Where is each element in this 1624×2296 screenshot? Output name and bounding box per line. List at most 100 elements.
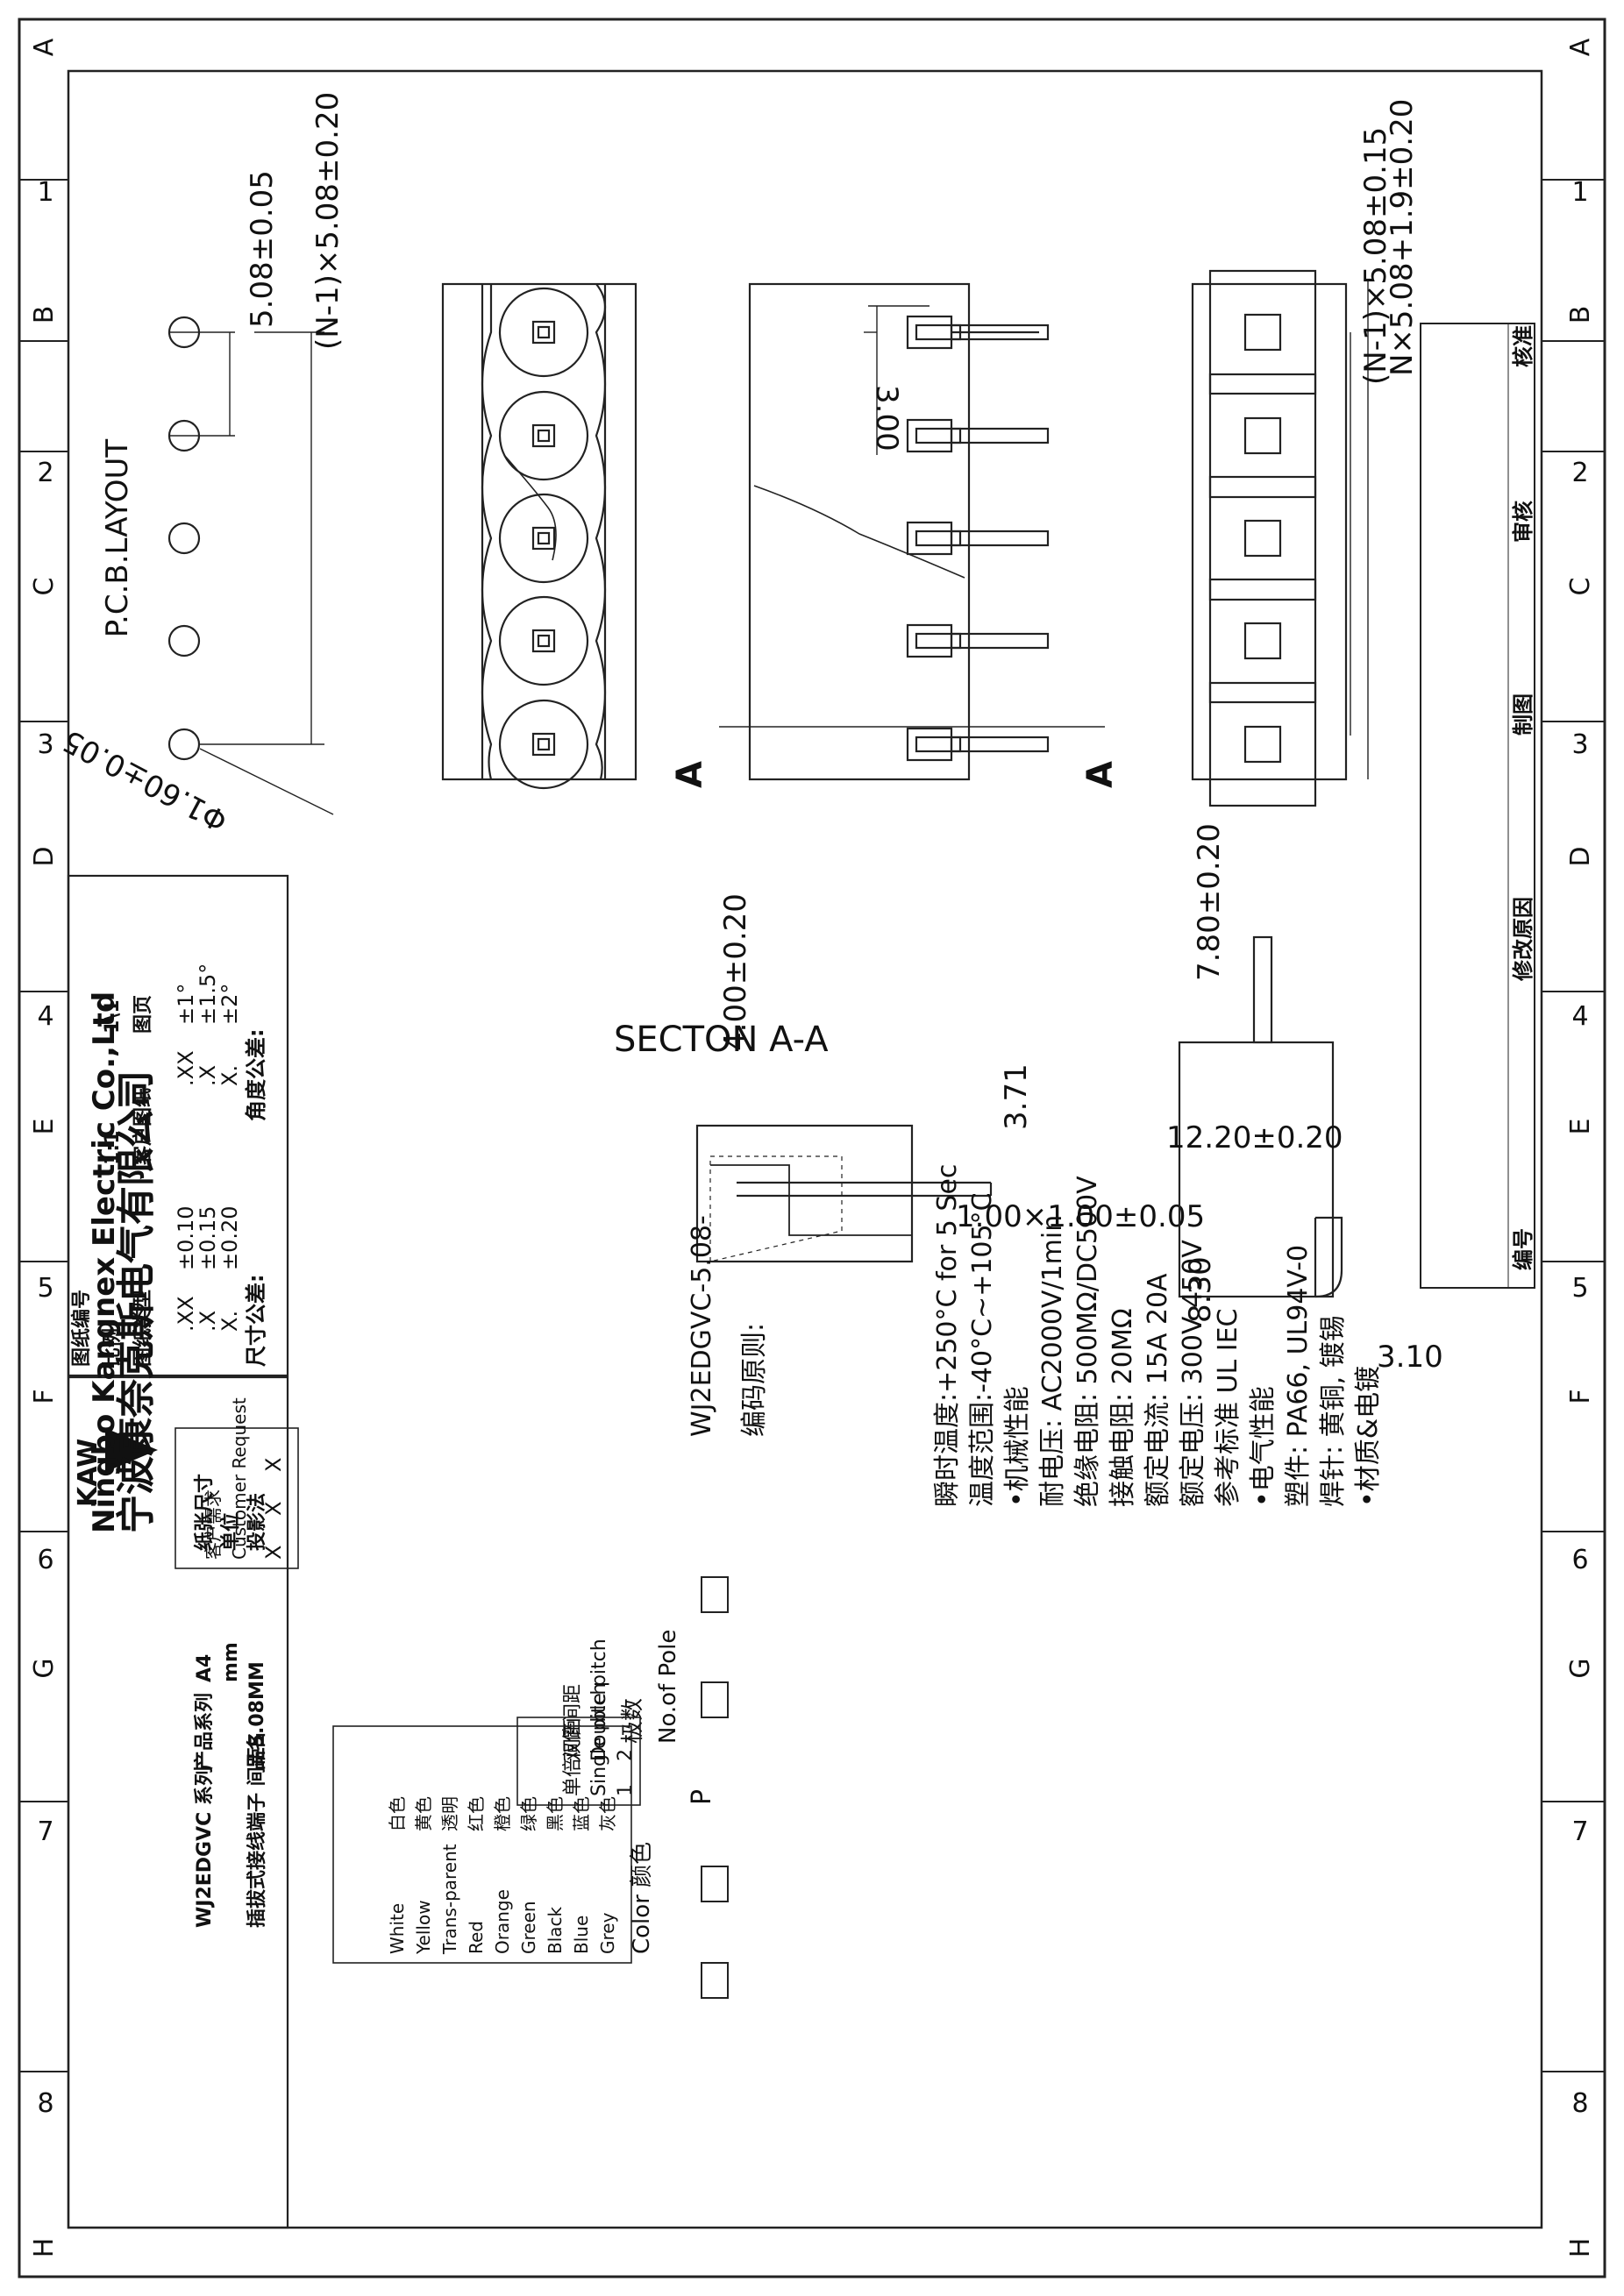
angle-tol-v1: ±2° (217, 984, 242, 1025)
side-view-dims (1350, 280, 1369, 779)
row-number-3-right: 3 (1571, 729, 1588, 760)
color-5: Orange (492, 1889, 513, 1954)
angle-tol-k2: .X (196, 1065, 220, 1086)
row-number-5-right: 5 (1571, 1273, 1588, 1304)
row-number-6-right: 6 (1571, 1545, 1588, 1575)
end-height-dim: 12.20±0.20 (1166, 1120, 1343, 1155)
coding-prefix: WJ2EDGVC-5.08- (687, 1215, 717, 1437)
angle-tol-k3: .XX (174, 1050, 198, 1086)
row-number-7: 7 (37, 1816, 53, 1847)
section-pin-size-dim: 1.00×1.00±0.05 (956, 1199, 1205, 1234)
title-block: 尺寸公差: X. .X .XX ±0.20 ±0.15 ±0.10 角度公差: … (67, 874, 289, 1377)
series-label: 产品系列 (194, 1693, 216, 1770)
color-5-cn: 橙色 (492, 1796, 513, 1831)
angle-tol-v2: ±1.5° (196, 963, 220, 1025)
revision-table: 编号 修改原因 制图 审核 核准 (1420, 323, 1535, 1289)
column-ticks (19, 179, 1605, 2072)
color-1-cn: 灰色 (597, 1796, 618, 1831)
size-tol-v1: ±0.20 (217, 1205, 242, 1270)
pcb-hole (167, 728, 201, 761)
row-number-1: 1 (37, 177, 53, 208)
angle-tol-k1: X. (217, 1065, 242, 1086)
product-name-value: 插拔式接线端子 间距5.08MM (246, 1661, 268, 1928)
end-view (1178, 935, 1343, 1298)
col-letter-f: F (29, 1389, 60, 1404)
section-title: SECTON A-A (614, 1020, 829, 1060)
col-letter-e: E (29, 1119, 60, 1135)
revision-header-approved: 核准 (1511, 325, 1535, 367)
coding-rule: 编码原则: WJ2EDGVC-5.08- No.of Pole 极数 P (620, 1215, 770, 1805)
row-numbers: 1 2 3 4 5 6 7 8 1 2 3 4 5 6 7 8 (37, 177, 1588, 2119)
pitch-row-1-cn: 单倍间距 (562, 1719, 584, 1796)
size-tol-k3: .XX (174, 1296, 198, 1332)
angle-tol-title: 角度公差: (244, 1028, 268, 1121)
color-4-cn: 绿色 (518, 1796, 539, 1831)
col-letter-c-bottom: C (1565, 578, 1596, 596)
color-6: Red (466, 1921, 487, 1954)
col-letter-a: A (29, 38, 60, 56)
cut-marker-right: A (1080, 761, 1121, 788)
page-value: 1\1 (102, 999, 124, 1034)
company-logo: KAW (73, 1428, 158, 1507)
front-view-dims (719, 305, 1105, 728)
side-zone-ticks (19, 340, 1605, 342)
col-letter-f-bottom: F (1565, 1389, 1596, 1404)
revision-header-checked: 审核 (1511, 501, 1535, 543)
color-6-cn: 红色 (466, 1796, 487, 1831)
unit-label: 单位 (219, 1512, 242, 1551)
spec-line-12: 瞬时温度:+250°C for 5 Sec (932, 1164, 963, 1507)
side-ticks (19, 325, 68, 328)
row-number-5: 5 (37, 1273, 53, 1304)
side-view-slots (1208, 269, 1317, 807)
angle-tolerance: 角度公差: X. .X .XX ±2° ±1.5° ±1° (174, 963, 268, 1121)
angle-tol-v3: ±1° (174, 984, 198, 1025)
size-tol-v2: ±0.15 (196, 1205, 220, 1270)
row-number-2-right: 2 (1571, 458, 1588, 488)
col-letter-c: C (29, 578, 60, 596)
row-number-1-right: 1 (1571, 177, 1588, 208)
color-1: Grey (597, 1912, 618, 1954)
color-8-cn: 黄色 (413, 1796, 434, 1831)
col-letter-g: G (29, 1658, 60, 1678)
spec-line-7: 接触电阻: 20MΩ (1108, 1308, 1138, 1507)
spec-line-8: 绝缘电阻: 500MΩ/DC500V (1072, 1176, 1103, 1507)
size-tol-v3: ±0.10 (174, 1205, 198, 1270)
revision-header-reason: 修改原因 (1511, 897, 1535, 982)
spec-line-11: 温度范围:-40°C~+105°C (967, 1192, 998, 1507)
end-bottom-dim: 8.30 (1183, 1256, 1218, 1323)
col-letter-a-bottom: A (1565, 38, 1596, 56)
color-title: Color 颜色 (629, 1842, 655, 1954)
company-meta: 投影法 单位 纸张尺寸 mm A4 品名 插拔式接线端子 间距5.08MM 产品… (193, 1474, 268, 1928)
logo-text: KAW (73, 1439, 103, 1507)
pitch-table: 1 Single pitch 单倍间距 2 Double pitch 双倍间距 (516, 1638, 641, 1806)
end-top-dim: 7.80±0.20 (1192, 823, 1227, 981)
spec-line-3: •电气性能 (1248, 1386, 1279, 1507)
color-2: Blue (571, 1916, 592, 1954)
row-number-8-right: 8 (1571, 2088, 1588, 2119)
paper-value: A4 (194, 1654, 216, 1682)
color-4: Green (518, 1901, 539, 1954)
pitch-row-1-en: Single pitch (588, 1683, 610, 1796)
overall-dim: N×5.08+1.9±0.20 (1385, 99, 1420, 376)
end-step-dim: 3.10 (1377, 1340, 1443, 1375)
drawing-type-label: 图纸类型 (132, 1290, 154, 1367)
company-name-en: Ningbo Kangnex Electric Co.,Ltd (87, 992, 122, 1533)
row-number-4-right: 4 (1571, 1001, 1588, 1032)
spec-line-5: 额定电压: 300V 450V (1178, 1240, 1208, 1507)
company-block: 投影法 单位 纸张尺寸 mm A4 品名 插拔式接线端子 间距5.08MM 产品… (67, 992, 289, 2229)
scale-value: 1:1 (102, 1131, 124, 1165)
pcb-span-dim: (N-1)×5.08±0.20 (310, 92, 345, 350)
custom-label: Customer Request (229, 1397, 250, 1560)
col-letter-d: D (29, 846, 60, 866)
pole-label-cn: 极数 (620, 1698, 646, 1744)
row-ticks-real (0, 52, 1624, 2277)
pcb-layout-label: P.C.B.LAYOUT (100, 439, 135, 638)
pin-height-dim: 3.00 (869, 385, 904, 451)
drawing-no-label: 图纸编号 (70, 1290, 93, 1367)
col-letter-e-bottom: E (1565, 1119, 1596, 1135)
pitch-row-2-cn: 双倍间距 (562, 1684, 584, 1761)
row-number-7-right: 7 (1571, 1816, 1588, 1847)
size-tol-k2: .X (196, 1311, 220, 1332)
spec-line-4: 参考标准 UL IEC (1213, 1309, 1243, 1508)
color-table: Color 颜色 Grey Blue Black Green Orange Re… (332, 1725, 655, 1964)
